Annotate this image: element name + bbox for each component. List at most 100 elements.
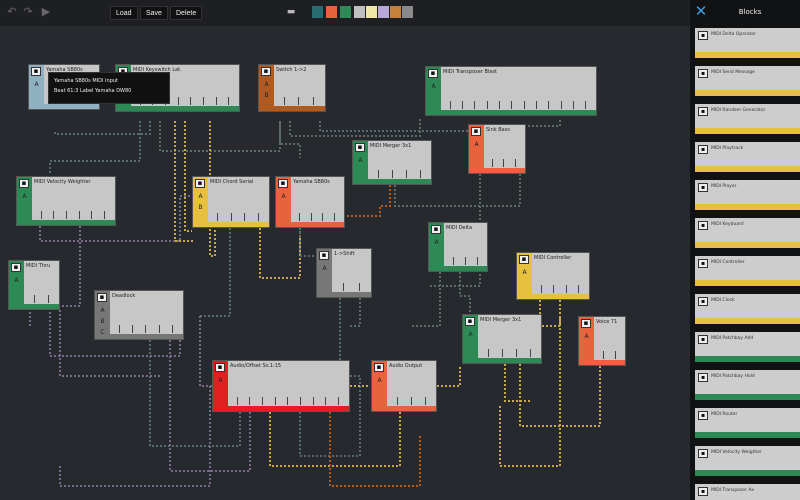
output-tick[interactable] xyxy=(503,159,505,167)
connection-wire[interactable] xyxy=(59,386,211,487)
node-port-label[interactable]: A xyxy=(522,269,527,276)
output-tick[interactable] xyxy=(487,349,489,357)
output-tick[interactable] xyxy=(377,170,379,178)
sidebar-block-item[interactable]: ▪MIDI Player xyxy=(695,180,800,210)
node-port-label[interactable]: A xyxy=(100,307,105,314)
output-tick[interactable] xyxy=(298,97,300,105)
output-tick[interactable] xyxy=(614,351,616,359)
output-tick[interactable] xyxy=(553,285,555,293)
output-tick[interactable] xyxy=(476,257,478,265)
output-tick[interactable] xyxy=(523,101,525,109)
output-tick[interactable] xyxy=(177,97,179,105)
output-tick[interactable] xyxy=(215,97,217,105)
output-tick[interactable] xyxy=(322,213,324,221)
output-tick[interactable] xyxy=(244,213,246,221)
output-tick[interactable] xyxy=(236,397,238,405)
close-icon[interactable]: ✕ xyxy=(694,2,708,20)
node-port-label[interactable]: A xyxy=(358,157,363,164)
connection-wire[interactable] xyxy=(437,366,461,387)
connection-wire[interactable] xyxy=(59,310,160,377)
output-tick[interactable] xyxy=(578,285,580,293)
node-port-label[interactable]: A xyxy=(322,265,327,272)
output-tick[interactable] xyxy=(313,97,315,105)
sidebar-block-item[interactable]: ▪MIDI Send Message xyxy=(695,66,800,96)
sidebar-block-item[interactable]: ▪MIDI Patchbay Add xyxy=(695,332,800,362)
color-swatch[interactable] xyxy=(390,6,401,18)
play-icon[interactable]: ▶ xyxy=(41,5,51,18)
redo-icon[interactable]: ↷ xyxy=(23,5,33,18)
connection-wire[interactable] xyxy=(259,228,301,279)
connection-wire[interactable] xyxy=(299,185,391,256)
node-port-label[interactable]: A xyxy=(281,193,286,200)
node-port-label[interactable]: A xyxy=(434,239,439,246)
connection-wire[interactable] xyxy=(209,121,216,257)
output-tick[interactable] xyxy=(283,97,285,105)
output-tick[interactable] xyxy=(158,325,160,333)
connection-wire[interactable] xyxy=(430,174,481,287)
connection-wire[interactable] xyxy=(39,195,200,242)
sidebar-block-item[interactable]: ▪MIDI Controller xyxy=(695,256,800,286)
output-tick[interactable] xyxy=(461,101,463,109)
output-tick[interactable] xyxy=(486,101,488,109)
output-tick[interactable] xyxy=(560,101,562,109)
sidebar-block-item[interactable]: ▪MIDI Patchbay Hold xyxy=(695,370,800,400)
node-port-label[interactable]: A xyxy=(198,193,203,200)
sidebar-block-item[interactable]: ▪MIDI Random Generator xyxy=(695,104,800,134)
node-port-label[interactable]: A xyxy=(377,377,382,384)
output-tick[interactable] xyxy=(602,351,604,359)
output-tick[interactable] xyxy=(358,283,360,291)
output-tick[interactable] xyxy=(585,101,587,109)
sidebar-block-item[interactable]: ▪MIDI Clock xyxy=(695,294,800,324)
output-tick[interactable] xyxy=(274,397,276,405)
output-tick[interactable] xyxy=(230,213,232,221)
color-swatch[interactable] xyxy=(326,6,337,18)
connection-wire[interactable] xyxy=(200,228,231,317)
connection-wire[interactable] xyxy=(184,121,192,232)
connection-wire[interactable] xyxy=(149,340,241,447)
load-button[interactable]: Load xyxy=(110,6,138,20)
undo-icon[interactable]: ↶ xyxy=(7,5,17,18)
output-tick[interactable] xyxy=(300,397,302,405)
output-tick[interactable] xyxy=(257,213,259,221)
connection-wire[interactable] xyxy=(350,298,361,327)
node-port-label[interactable]: A xyxy=(264,81,269,88)
connection-wire[interactable] xyxy=(54,121,151,135)
color-swatch[interactable] xyxy=(354,6,365,18)
output-tick[interactable] xyxy=(474,101,476,109)
sidebar-block-item[interactable]: ▪MIDI Keyboard xyxy=(695,218,800,248)
output-tick[interactable] xyxy=(287,397,289,405)
sidebar-block-item[interactable]: ▪MIDI Velocity Weighter xyxy=(695,446,800,476)
node-port-label[interactable]: A xyxy=(584,333,589,340)
output-tick[interactable] xyxy=(310,213,312,221)
output-tick[interactable] xyxy=(312,397,314,405)
connection-wire[interactable] xyxy=(169,340,251,472)
color-swatch[interactable] xyxy=(402,6,413,18)
output-tick[interactable] xyxy=(119,325,121,333)
node-port-label[interactable]: B xyxy=(264,92,269,99)
output-tick[interactable] xyxy=(535,101,537,109)
output-tick[interactable] xyxy=(249,397,251,405)
output-tick[interactable] xyxy=(540,285,542,293)
connection-wire[interactable] xyxy=(269,412,401,467)
output-tick[interactable] xyxy=(40,211,42,219)
output-tick[interactable] xyxy=(511,101,513,109)
node-port-label[interactable]: A xyxy=(34,81,39,88)
output-tick[interactable] xyxy=(299,213,301,221)
output-tick[interactable] xyxy=(515,349,517,357)
node-port-label[interactable]: A xyxy=(431,83,436,90)
connection-wire[interactable] xyxy=(329,412,421,487)
sidebar-block-item[interactable]: ▪MIDI Playtrack xyxy=(695,142,800,172)
node-port-label[interactable]: B xyxy=(100,318,105,325)
output-tick[interactable] xyxy=(333,213,335,221)
